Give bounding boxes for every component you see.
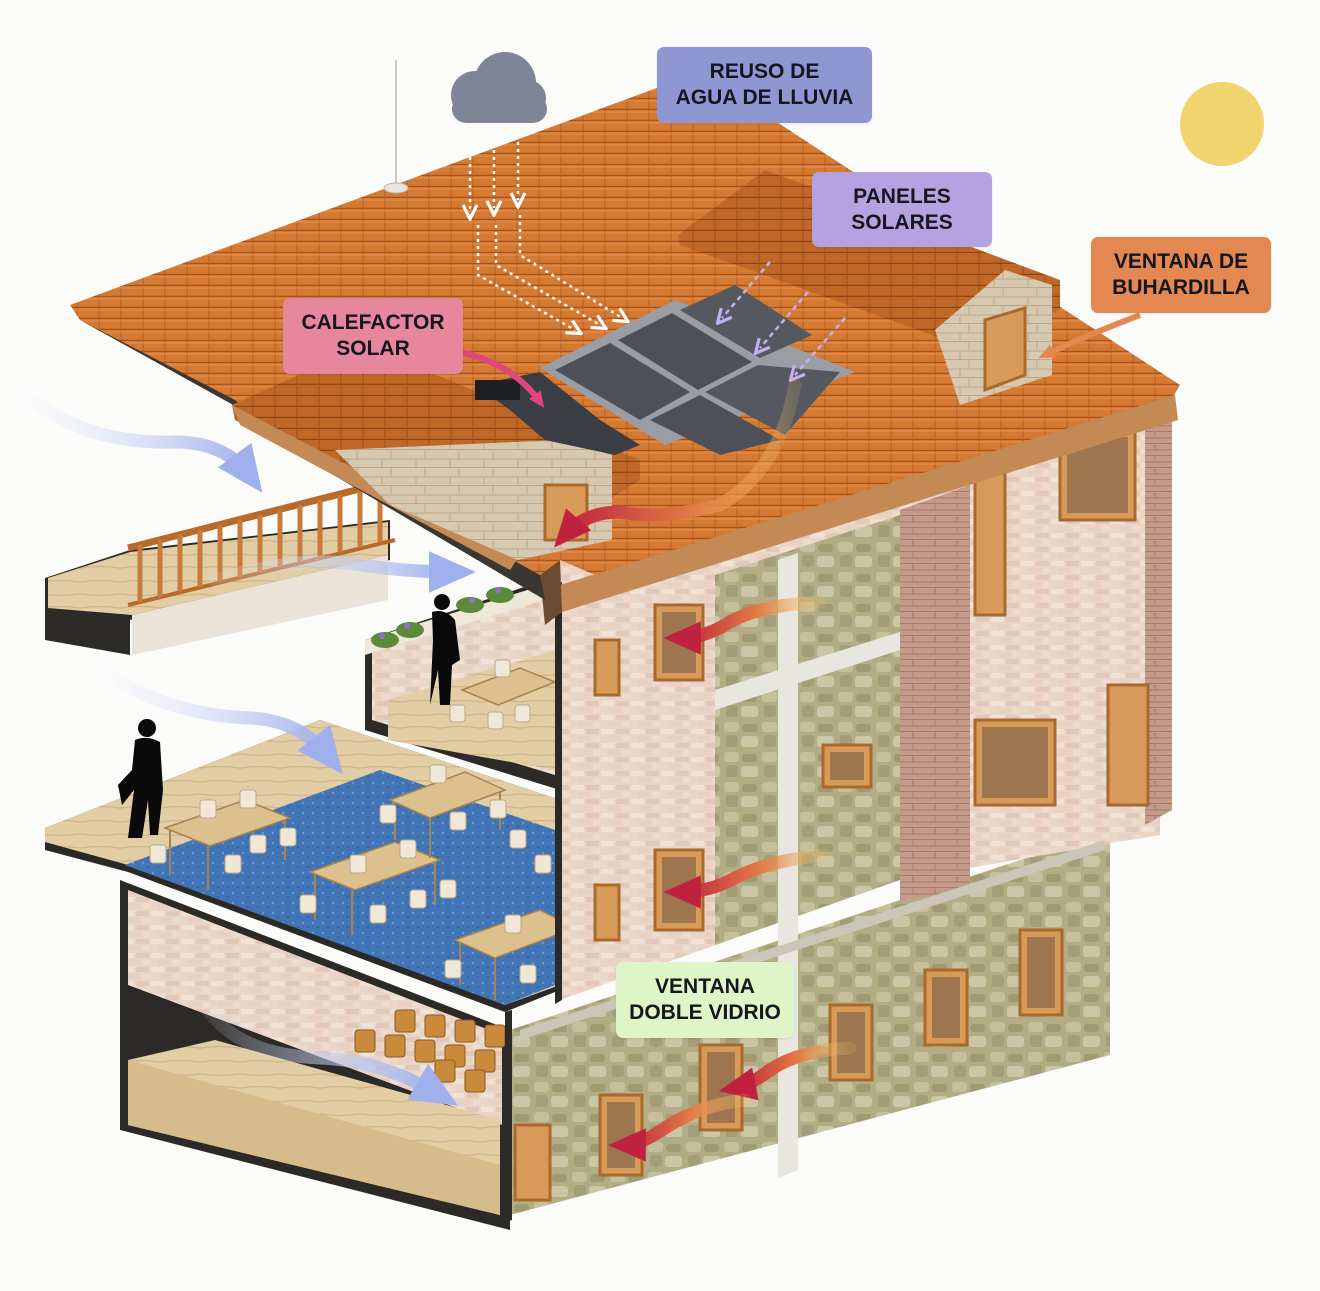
solar-panels-line2: SOLARES	[851, 210, 953, 234]
upper-balcony	[45, 476, 396, 655]
double-glazing-line1: VENTANA	[655, 975, 755, 998]
second-floor-room	[365, 575, 560, 790]
heat-arrows	[554, 378, 857, 1162]
dormer-window-line1: VENTANA DE	[1113, 250, 1249, 273]
solar-panels-label: PANELES SOLARES	[812, 172, 992, 247]
double-glazing-label: VENTANA DOBLE VIDRIO	[616, 962, 794, 1038]
dormer-pointer	[1038, 312, 1142, 359]
dormer-window-line2: BUHARDILLA	[1112, 276, 1250, 299]
solar-panel-array	[540, 285, 855, 455]
solar-panels-line1: PANELES	[853, 184, 951, 208]
solar-heater	[475, 372, 640, 455]
dormer-window-label: VENTANA DE BUHARDILLA	[1091, 237, 1271, 313]
roof	[70, 60, 1180, 625]
dining-terrace	[45, 720, 577, 1012]
sun-icon	[1180, 82, 1264, 166]
rain-reuse-label: REUSO DE AGUA DE LLUVIA	[657, 47, 872, 123]
solar-heater-line1: CALEFACTOR	[301, 311, 445, 334]
solar-heater-label: CALEFACTOR SOLAR	[283, 298, 463, 374]
person-silhouette-icon	[118, 594, 460, 838]
rain-reuse-line2: AGUA DE LLUVIA	[675, 86, 854, 109]
double-glazing-line2: DOBLE VIDRIO	[629, 1001, 781, 1024]
rain-reuse-line1: REUSO DE	[709, 60, 820, 83]
solar-heater-line2: SOLAR	[336, 337, 410, 360]
sunlight-arrows	[722, 261, 846, 375]
cloud-icon	[451, 52, 547, 123]
wind-arrows	[21, 391, 476, 1106]
rain-water-arrows	[470, 128, 622, 330]
